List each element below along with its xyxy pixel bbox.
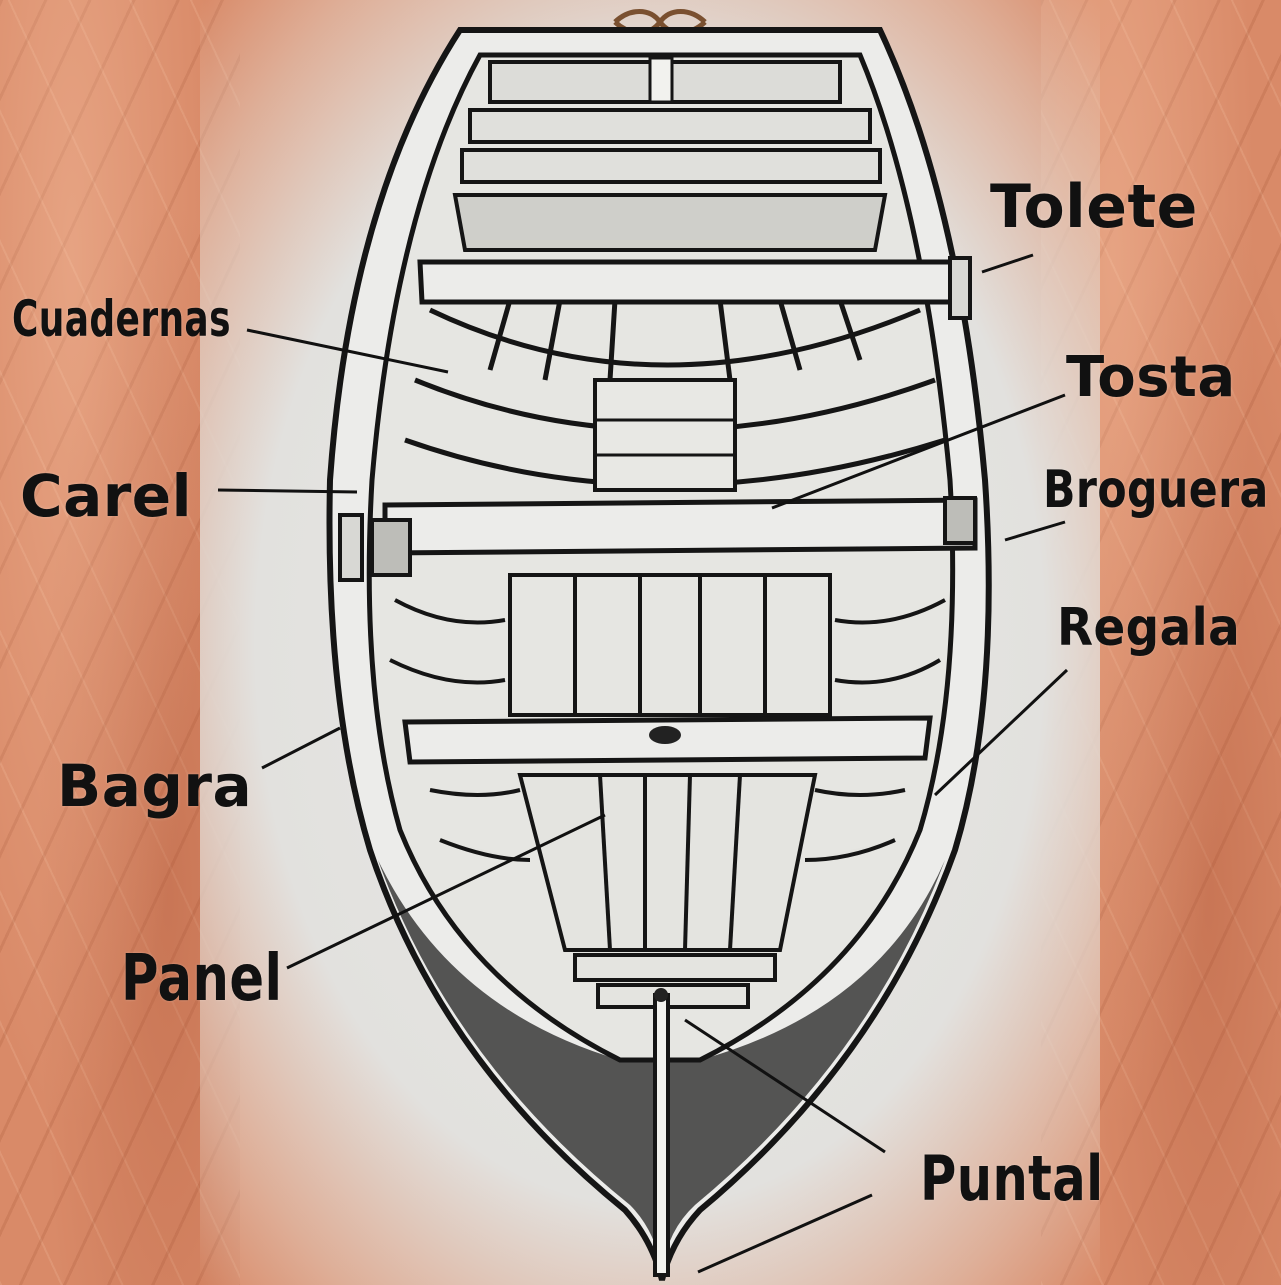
keel-stem (655, 995, 668, 1275)
floor-planks-middle (510, 575, 830, 715)
label-tosta: Tosta (1066, 345, 1236, 410)
leader-broguera (1005, 522, 1065, 540)
label-puntal: Puntal (920, 1142, 1104, 1215)
label-regala: Regala (1057, 598, 1240, 658)
floor-planks-top (455, 110, 885, 250)
leader-carel (218, 490, 357, 492)
label-bagra: Bagra (57, 752, 252, 820)
thwart-tosta (385, 500, 975, 553)
label-broguera: Broguera (1043, 460, 1269, 520)
thwart-upper (420, 262, 960, 302)
label-carel: Carel (20, 462, 192, 530)
label-tolete: Tolete (990, 172, 1198, 242)
oarlock-left (340, 515, 362, 580)
label-panel: Panel (121, 942, 282, 1016)
center-box (595, 380, 735, 490)
label-cuadernas: Cuadernas (12, 290, 231, 348)
leader-bagra (262, 728, 340, 768)
oarlock-right (950, 258, 970, 318)
leader-puntal-lower (698, 1195, 872, 1272)
leader-tolete (982, 255, 1033, 272)
